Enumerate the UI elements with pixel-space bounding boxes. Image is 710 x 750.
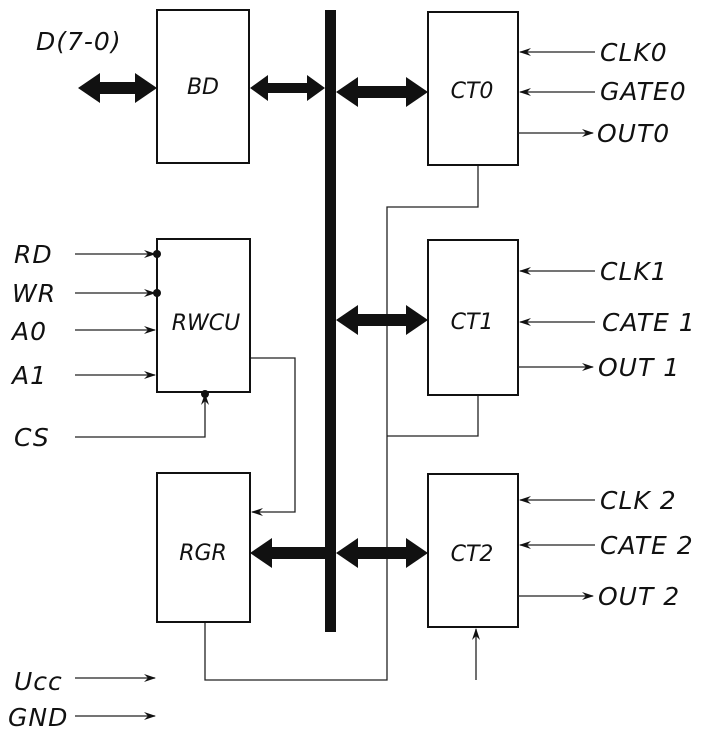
ct1-bus-arrow bbox=[336, 305, 428, 335]
rwcu-to-rgr-wire bbox=[250, 357, 296, 516]
internal-bus bbox=[325, 10, 336, 632]
rwcu-block bbox=[156, 238, 251, 393]
rd-label: RD bbox=[14, 240, 53, 269]
vcc-label: Ucc bbox=[14, 667, 63, 696]
clk0-label: CLK0 bbox=[600, 38, 668, 67]
gnd-label: GND bbox=[8, 703, 68, 732]
gate2-label: CATE 2 bbox=[600, 531, 694, 560]
wr-label: WR bbox=[12, 279, 56, 308]
ct2-label: CT2 bbox=[451, 542, 494, 567]
ct1-block bbox=[427, 239, 519, 396]
out1-label: OUT 1 bbox=[598, 353, 680, 382]
ct0-bus-arrow bbox=[336, 77, 428, 107]
rd-inversion-dot bbox=[153, 250, 161, 258]
rgr-block bbox=[156, 472, 251, 623]
ct2-block bbox=[427, 473, 519, 628]
cs-label: CS bbox=[14, 423, 50, 452]
bd-bus-arrow bbox=[250, 75, 325, 101]
bd-label: BD bbox=[187, 75, 219, 100]
ct0-label: CT0 bbox=[451, 79, 494, 104]
wr-inversion-dot bbox=[153, 289, 161, 297]
out2-label: OUT 2 bbox=[598, 582, 680, 611]
a0-label: A0 bbox=[10, 317, 47, 346]
data-bus-arrow bbox=[78, 73, 157, 103]
gate1-label: CATE 1 bbox=[602, 308, 696, 337]
clk1-label: CLK1 bbox=[600, 257, 668, 286]
control-wire-ct0-rgr bbox=[204, 165, 479, 681]
ct0-block bbox=[427, 11, 519, 166]
control-wire-ct1 bbox=[387, 395, 479, 437]
bd-block bbox=[156, 9, 250, 164]
data-bus-label: D(7-0) bbox=[36, 27, 122, 56]
rgr-label: RGR bbox=[179, 541, 227, 566]
rwcu-label: RWCU bbox=[172, 311, 241, 336]
a1-label: A1 bbox=[10, 361, 47, 390]
ct1-label: CT1 bbox=[451, 310, 494, 335]
gate0-label: GATE0 bbox=[600, 77, 687, 106]
cs-inversion-dot bbox=[201, 390, 209, 398]
cs-line bbox=[75, 393, 209, 438]
out0-label: OUT0 bbox=[597, 119, 670, 148]
clk2-label: CLK 2 bbox=[600, 486, 677, 515]
ct2-bus-arrow bbox=[336, 538, 428, 568]
rgr-bus-arrow bbox=[250, 538, 325, 568]
